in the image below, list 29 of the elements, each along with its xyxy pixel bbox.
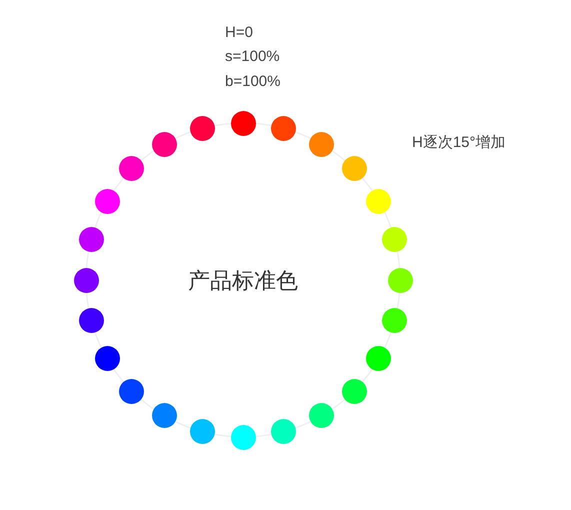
- diagram-title: 产品标准色: [188, 268, 298, 294]
- hue-dot-icon: [190, 419, 215, 444]
- hue-dot-icon: [382, 308, 408, 334]
- hue-dot-icon: [388, 268, 412, 292]
- hue-dot-icon: [152, 132, 177, 157]
- hue-dot-icon: [94, 189, 120, 214]
- hue-step-note: H逐次15°增加: [412, 134, 506, 152]
- hue-dot-icon: [94, 346, 120, 371]
- hue-dot-icon: [271, 116, 296, 141]
- hue-dot-icon: [152, 403, 177, 428]
- hue-dot-icon: [190, 116, 215, 141]
- hue-dot-icon: [230, 424, 256, 450]
- hue-dot-icon: [366, 346, 392, 371]
- brightness-value-label: b=100%: [225, 73, 280, 91]
- hue-dot-icon: [342, 378, 367, 404]
- hue-dot-icon: [309, 132, 334, 157]
- hue-dot-icon: [271, 419, 296, 444]
- hue-dot-icon: [342, 156, 367, 182]
- hue-dot-icon: [309, 403, 334, 428]
- hue-dot-icon: [119, 156, 144, 182]
- hue-dot-icon: [230, 110, 256, 136]
- saturation-value-label: s=100%: [225, 48, 280, 66]
- hue-dot-icon: [74, 268, 98, 292]
- hue-dot-icon: [78, 226, 104, 252]
- hue-dot-icon: [119, 378, 144, 404]
- hue-dot-icon: [366, 189, 392, 214]
- hue-dot-icon: [382, 226, 408, 252]
- hue-dot-icon: [78, 308, 104, 334]
- hue-value-label: H=0: [225, 24, 253, 42]
